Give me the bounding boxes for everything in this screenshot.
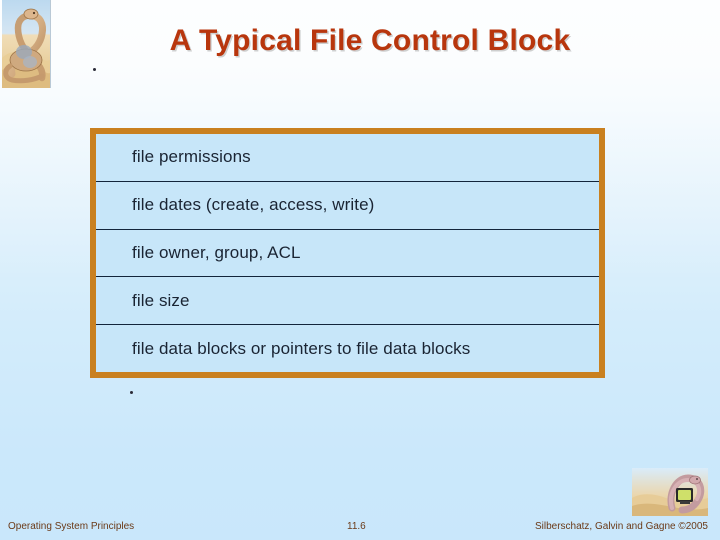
- fcb-row-file-owner-group-acl: file owner, group, ACL: [96, 229, 599, 278]
- fcb-row-file-permissions: file permissions: [96, 134, 599, 182]
- footer-slide-number: 11.6: [347, 521, 366, 532]
- fcb-row-file-dates: file dates (create, access, write): [96, 181, 599, 230]
- dinosaur-logo-icon: [2, 0, 51, 88]
- fcb-row-label: file owner, group, ACL: [132, 242, 301, 262]
- file-control-block-diagram: file permissions file dates (create, acc…: [90, 128, 605, 378]
- fcb-row-label: file data blocks or pointers to file dat…: [132, 338, 471, 358]
- footer-attribution: Silberschatz, Galvin and Gagne ©2005: [534, 521, 708, 532]
- fcb-row-file-data-blocks: file data blocks or pointers to file dat…: [96, 325, 599, 372]
- page-title: A Typical File Control Block: [169, 24, 571, 57]
- fcb-row-label: file size: [132, 290, 190, 310]
- fcb-rows-container: file permissions file dates (create, acc…: [96, 134, 599, 372]
- dinosaur-computer-icon: [632, 468, 708, 516]
- fcb-row-file-size: file size: [96, 277, 599, 326]
- stray-bullet-dot: [130, 391, 133, 394]
- stray-bullet-dot: [93, 68, 96, 71]
- fcb-row-label: file dates (create, access, write): [132, 195, 375, 215]
- fcb-row-label: file permissions: [132, 147, 251, 167]
- footer-course-title: Operating System Principles: [8, 521, 135, 532]
